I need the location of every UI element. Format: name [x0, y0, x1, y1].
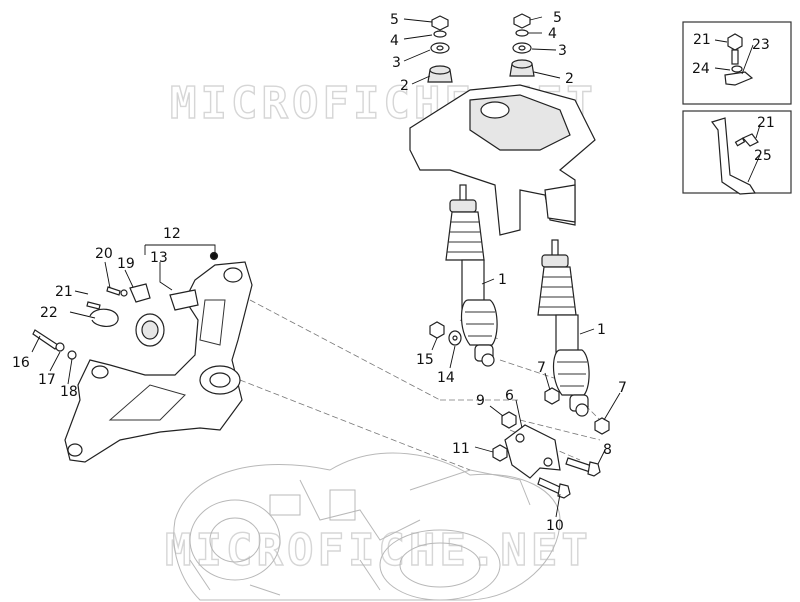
callout-18: 18 — [60, 384, 78, 400]
callout-7-left: 7 — [537, 360, 546, 376]
callout-7-right: 7 — [618, 380, 627, 396]
small-parts-left — [32, 283, 151, 360]
engine-mount-bracket — [64, 251, 253, 463]
inset-box-bottom — [682, 110, 792, 195]
callout-8: 8 — [603, 442, 612, 458]
callout-9: 9 — [476, 393, 485, 409]
callout-3-right: 3 — [558, 43, 567, 59]
rubber-stack-left — [427, 15, 453, 83]
callout-6: 6 — [505, 388, 514, 404]
shock-absorber-right — [537, 239, 590, 417]
callout-24: 24 — [692, 61, 710, 77]
bolt-10 — [537, 477, 571, 499]
rubber-stack-right — [509, 13, 535, 77]
callout-22: 22 — [40, 305, 58, 321]
callout-17: 17 — [38, 372, 56, 388]
callout-2-left: 2 — [400, 78, 409, 94]
small-parts-shock — [429, 321, 610, 462]
callout-21-inset-top: 21 — [693, 32, 711, 48]
leader-lines — [31, 16, 761, 518]
callout-5-right: 5 — [553, 10, 562, 26]
callout-10: 10 — [546, 518, 564, 534]
callout-4-right: 4 — [548, 26, 557, 42]
inset-box-top — [682, 21, 792, 105]
callout-3-left: 3 — [392, 55, 401, 71]
callout-labels: 5 4 3 2 5 4 3 2 1 1 15 14 7 7 9 6 8 11 1… — [12, 10, 775, 534]
callout-23: 23 — [752, 37, 770, 53]
callout-25: 25 — [754, 148, 772, 164]
bolt-8 — [565, 457, 601, 477]
callout-11: 11 — [452, 441, 470, 457]
watermark-bottom: MICROFICHE.NET — [165, 525, 592, 576]
callout-14: 14 — [437, 370, 455, 386]
bearing-13 — [135, 313, 165, 347]
shock-absorber-left — [445, 184, 498, 367]
callout-20: 20 — [95, 246, 113, 262]
callout-15: 15 — [416, 352, 434, 368]
callout-2-right: 2 — [565, 71, 574, 87]
callout-19: 19 — [117, 256, 135, 272]
bracket-6 — [504, 424, 561, 479]
callout-4-left: 4 — [390, 33, 399, 49]
engine-ghost — [173, 452, 561, 601]
callout-13: 13 — [150, 250, 168, 266]
callout-1-right: 1 — [597, 322, 606, 338]
frame-cross-member — [409, 84, 596, 236]
callout-21-inset-bottom: 21 — [757, 115, 775, 131]
callout-1-left: 1 — [498, 272, 507, 288]
callout-16: 16 — [12, 355, 30, 371]
callout-5-left: 5 — [390, 12, 399, 28]
callout-12: 12 — [163, 226, 181, 242]
callout-21-left: 21 — [55, 284, 73, 300]
